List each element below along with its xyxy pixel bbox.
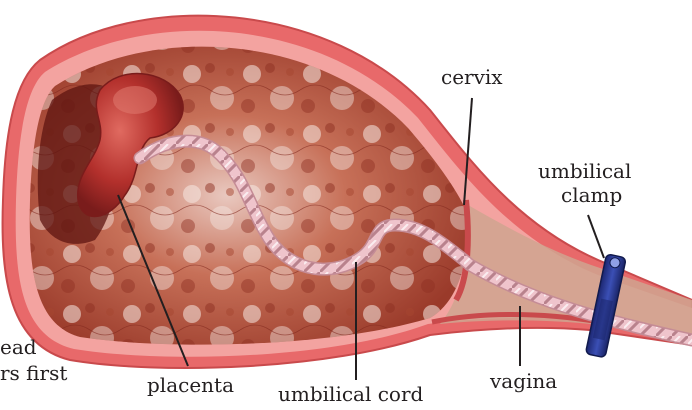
label-vagina: vagina xyxy=(489,369,557,393)
label-cut-left-2: rs first xyxy=(0,361,67,385)
label-clamp-line2: clamp xyxy=(561,183,622,207)
label-placenta: placenta xyxy=(147,373,234,397)
label-cut-left-1: ead xyxy=(0,335,37,359)
leader-clamp xyxy=(588,215,604,258)
label-umbilical-cord: umbilical cord xyxy=(278,382,424,406)
label-cervix: cervix xyxy=(441,65,503,89)
label-clamp-line1: umbilical xyxy=(538,159,631,183)
